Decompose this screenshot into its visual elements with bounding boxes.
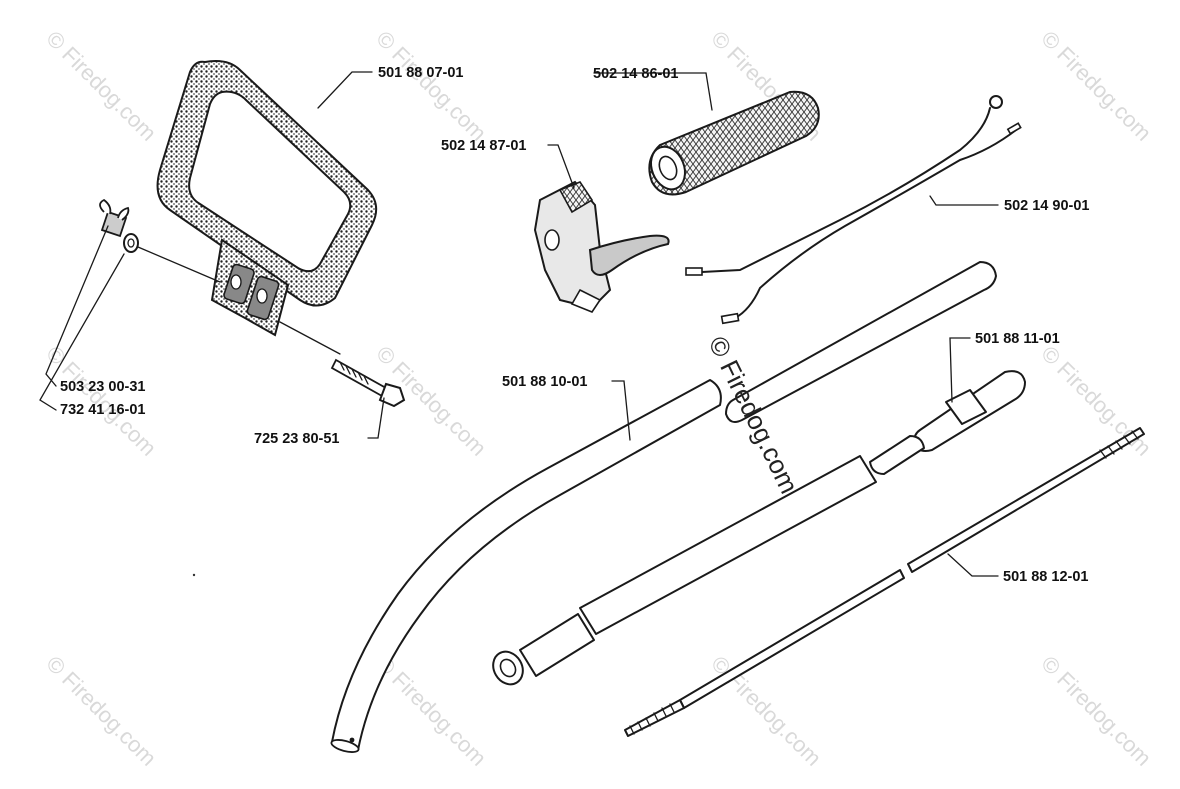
drive-shaft — [624, 427, 1145, 737]
speck — [192, 573, 196, 577]
part-label-washer: 503 23 00-31 — [60, 379, 145, 395]
watermark: © Firedog.com — [371, 26, 491, 146]
center-watermark: © Firedog.com — [703, 331, 805, 498]
watermark: © Firedog.com — [1036, 26, 1156, 146]
part-label-wire-harness: 502 14 90-01 — [1004, 198, 1089, 214]
shaft-tube — [330, 261, 997, 753]
watermark: © Firedog.com — [41, 26, 161, 146]
part-label-throttle: 502 14 87-01 — [441, 138, 526, 154]
watermark: © Firedog.com — [1036, 341, 1156, 461]
assembly-axis-line — [137, 246, 221, 283]
wire-harness — [685, 95, 1022, 325]
watermark: © Firedog.com — [1036, 651, 1156, 771]
part-label-grip: 502 14 86-01 — [593, 66, 678, 82]
bolt — [330, 358, 406, 408]
part-label-drive-shaft: 501 88 12-01 — [1003, 569, 1088, 585]
part-label-shaft-tube: 501 88 10-01 — [502, 374, 587, 390]
leader-lines — [39, 71, 999, 577]
part-label-wing-nut: 732 41 16-01 — [60, 402, 145, 418]
loop-handle — [156, 60, 378, 337]
throttle-trigger — [533, 180, 670, 313]
watermark: © Firedog.com — [706, 651, 826, 771]
part-label-drive-tube: 501 88 11-01 — [975, 331, 1060, 347]
handle-grip — [648, 90, 820, 196]
assembly-axis-line — [279, 321, 341, 355]
part-label-loop-handle: 501 88 07-01 — [378, 65, 463, 81]
watermark: © Firedog.com — [41, 341, 161, 461]
part-labels: 501 88 07-01 502 14 86-01 502 14 87-01 5… — [60, 65, 1089, 585]
wing-nut — [99, 198, 130, 238]
watermark: © Firedog.com — [371, 651, 491, 771]
part-label-bolt: 725 23 80-51 — [254, 431, 339, 447]
washer — [123, 233, 139, 253]
drive-tube — [492, 370, 1026, 686]
watermark: © Firedog.com — [41, 651, 161, 771]
